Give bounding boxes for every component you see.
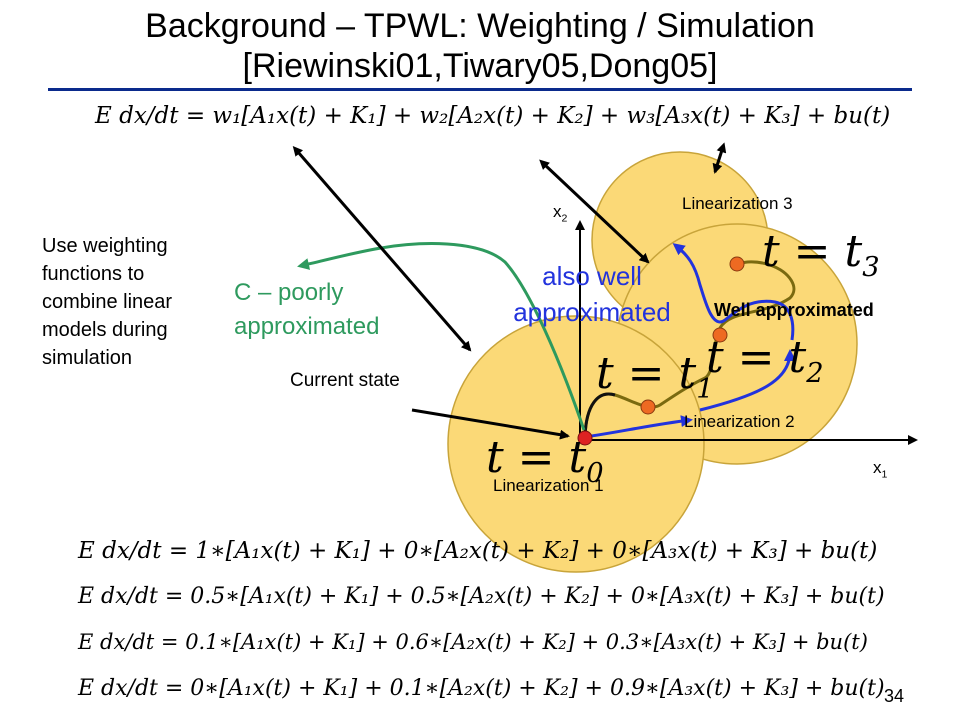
linearization-point-2 [712,327,728,343]
title-line-2: [Riewinski01,Tiwary05,Dong05] [242,47,718,85]
also-well-line-1: also well [542,261,642,291]
t0-subscript: 0 [586,457,604,489]
w3-arrow [712,142,727,174]
current-state-label: Current state [290,370,400,391]
simulated-trajectory-segment-1 [584,415,693,439]
t3-subscript: 3 [862,251,880,283]
slide-title: Background – TPWL: Weighting / Simulatio… [0,6,960,86]
equation-step-2: E dx/dt = 0.5∗[A₁x(t) + K₁] + 0.5∗[A₂x(t… [78,584,885,609]
description-line-4: models during [42,319,168,341]
x2-axis-label: x2 [553,202,567,224]
also-well-line-2: approximated [513,297,671,327]
page-number: 34 [884,686,905,706]
description-line-1: Use weighting [42,235,168,257]
description-text: Use weighting functions to combine linea… [42,232,172,372]
equation-step-4: E dx/dt = 0∗[A₁x(t) + K₁] + 0.1∗[A₂x(t) … [78,676,885,701]
w1-arrow [292,145,472,352]
poorly-approximated-line-2: approximated [234,313,380,340]
description-line-3: combine linear [42,291,173,313]
well-approximated-label: Well approximated [714,300,874,320]
w2-arrow [539,159,650,264]
linearization-1-label: Linearization 1 [493,476,604,495]
t2-subscript: 2 [806,357,824,389]
t2-text: t = t [706,332,807,383]
poorly-approximated-label: C – poorly approximated [234,276,379,344]
equation-step-1: E dx/dt = 1∗[A₁x(t) + K₁] + 0∗[A₂x(t) + … [78,538,878,564]
simulated-trajectory-segment-3 [672,243,795,341]
x1-letter: x [873,458,882,477]
linearization-3-label: Linearization 3 [682,194,793,213]
t1-text: t = t [596,348,697,399]
current-state-arrow [411,408,570,440]
time-label-t2: t = t2 [706,332,824,389]
poorly-approximated-line-1: C – poorly [234,279,344,306]
description-line-5: simulation [42,347,133,369]
equation-step-3: E dx/dt = 0.1∗[A₁x(t) + K₁] + 0.6∗[A₂x(t… [78,630,868,654]
linearization-2-label: Linearization 2 [684,412,795,431]
linearization-point-1 [640,399,656,415]
x1-axis-label: x1 [873,458,887,480]
weighted-equation: E dx/dt = w₁[A₁x(t) + K₁] + w₂[A₂x(t) + … [95,103,891,129]
simulated-trajectory-segment-2 [699,349,796,412]
linearization-1-region [447,315,705,573]
title-line-1: Background – TPWL: Weighting / Simulatio… [145,7,815,45]
current-state-point [577,430,593,446]
x2-letter: x [553,202,562,221]
time-label-t3: t = t3 [762,226,880,283]
t3-text: t = t [762,226,863,277]
true-trajectory-start [583,392,616,438]
time-label-t0: t = t0 [486,432,604,489]
description-line-2: functions to [42,263,145,285]
linearization-point-3 [729,256,745,272]
time-label-t1: t = t1 [596,348,714,405]
title-underline [48,88,912,91]
t1-subscript: 1 [696,373,714,405]
x1-subscript: 1 [881,468,888,481]
true-trajectory [583,260,796,438]
t0-text: t = t [486,432,587,483]
also-well-label: also well approximated [492,258,692,330]
x2-subscript: 2 [561,212,568,225]
